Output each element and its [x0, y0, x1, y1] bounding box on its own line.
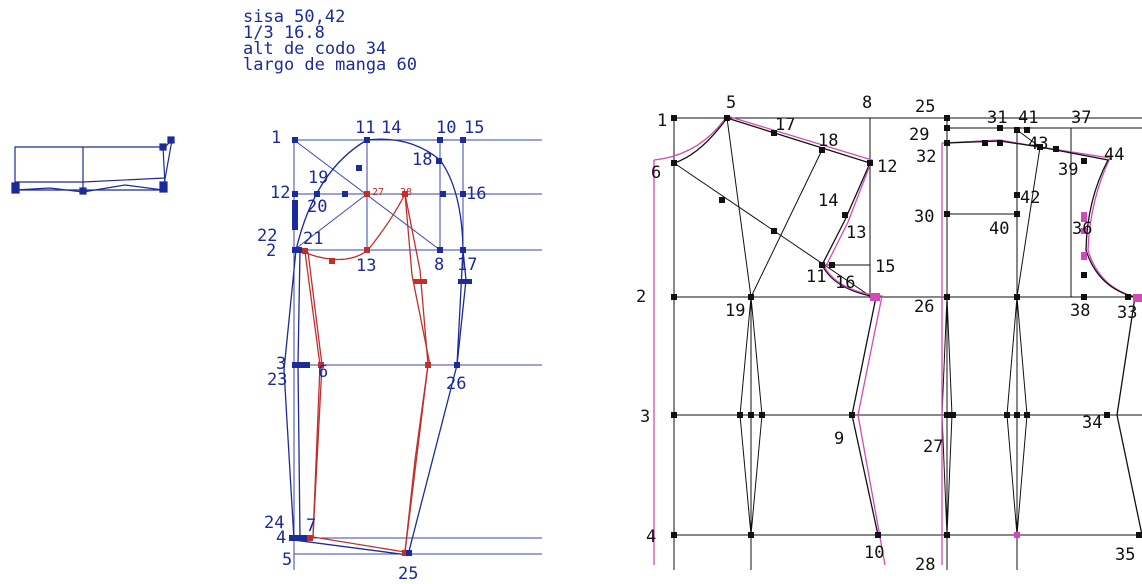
bodice-label-14: 14: [818, 191, 838, 211]
bodice-label-19: 19: [725, 301, 745, 321]
sleeve-label-5: 5: [282, 550, 292, 570]
bodice-label-36: 36: [1072, 219, 1092, 239]
bodice-label-12: 12: [877, 157, 897, 177]
bodice-label-2: 2: [636, 287, 646, 307]
sleeve-label-16: 16: [466, 184, 486, 204]
sleeve-label-14: 14: [381, 118, 401, 138]
bodice-label-1: 1: [657, 111, 667, 131]
bodice-label-17: 17: [775, 115, 795, 135]
sleeve-markers: [289, 137, 472, 556]
sleeve-label-10: 10: [436, 118, 456, 138]
bodice-label-3: 3: [640, 407, 650, 427]
sleeve-label-19: 19: [308, 168, 328, 188]
sleeve-length-measure: largo de manga 60: [243, 55, 417, 75]
sleeve-label-15: 15: [464, 118, 484, 138]
bodice-label-34: 34: [1082, 413, 1102, 433]
sleeve-label-24: 24: [264, 513, 284, 533]
sleeve-labels: 1 11 14 10 15 18 19 12 20 27 28 16 22 2 …: [257, 118, 486, 584]
bodice-label-44: 44: [1104, 145, 1124, 165]
sleeve-label-8: 8: [434, 255, 444, 275]
bodice-label-28: 28: [915, 555, 935, 575]
cuff-piece: [11, 136, 175, 195]
sleeve-label-13: 13: [356, 256, 376, 276]
bodice-pink-outline: [653, 115, 1141, 566]
elbow-height-measure: alt de codo 34: [243, 39, 387, 59]
sleeve-label-12: 12: [270, 183, 290, 203]
bodice-label-18: 18: [818, 131, 838, 151]
bodice-back-outline: [946, 140, 1142, 536]
bodice-label-27: 27: [923, 437, 943, 457]
bodice-label-15: 15: [875, 257, 895, 277]
sleeve-grid: [293, 139, 542, 570]
bodice-label-31: 31: [987, 108, 1007, 128]
measurements-block: sisa 50,42 1/3 16.8 alt de codo 34 largo…: [243, 7, 417, 75]
bodice-label-26: 26: [914, 297, 934, 317]
bodice-label-6: 6: [651, 163, 661, 183]
sleeve-label-27: 27: [372, 187, 384, 198]
bodice-label-16: 16: [835, 273, 855, 293]
bodice-label-11: 11: [806, 267, 826, 287]
sleeve-label-20: 20: [307, 197, 327, 217]
bodice-label-42: 42: [1020, 188, 1040, 208]
bodice-label-25: 25: [915, 97, 935, 117]
sleeve-label-4: 4: [276, 528, 286, 548]
bodice-front-outline: [673, 117, 879, 536]
bodice-label-4: 4: [646, 527, 656, 547]
sleeve-label-17: 17: [457, 255, 477, 275]
bodice-label-29: 29: [909, 125, 929, 145]
sleeve-label-3: 3: [276, 354, 286, 374]
sleeve-label-21: 21: [303, 229, 323, 249]
bodice-label-40: 40: [989, 219, 1009, 239]
bodice-grid: [673, 117, 1142, 570]
bodice-markers: [671, 115, 1142, 538]
sleeve-label-2: 2: [266, 241, 276, 261]
sleeve-label-7: 7: [306, 516, 316, 536]
sleeve-label-28: 28: [400, 187, 412, 198]
sleeve-label-11: 11: [355, 118, 375, 138]
bodice-label-38: 38: [1070, 301, 1090, 321]
sleeve-label-6: 6: [318, 362, 328, 382]
bodice-label-30: 30: [914, 207, 934, 227]
sleeve-label-22: 22: [257, 226, 277, 246]
bodice-label-10: 10: [864, 543, 884, 563]
sleeve-label-23: 23: [267, 370, 287, 390]
bodice-label-37: 37: [1071, 108, 1091, 128]
sleeve-label-25: 25: [398, 564, 418, 584]
bodice-label-32: 32: [916, 147, 936, 167]
bodice-label-39: 39: [1058, 160, 1078, 180]
bodice-label-8: 8: [862, 93, 872, 113]
sleeve-label-18: 18: [412, 150, 432, 170]
armhole-measure: sisa 50,42: [243, 7, 346, 27]
sleeve-label-1: 1: [271, 128, 281, 148]
bodice-label-43: 43: [1028, 134, 1048, 154]
bodice-label-35: 35: [1115, 545, 1135, 565]
third-measure: 1/3 16.8: [243, 23, 325, 43]
bodice-label-5: 5: [726, 93, 736, 113]
bodice-label-13: 13: [846, 223, 866, 243]
bodice-labels: 1 5 8 25 29 31 41 37 6 17 18 12 32 43 39…: [636, 93, 1137, 575]
sleeve-label-26: 26: [446, 374, 466, 394]
bodice-label-33: 33: [1117, 303, 1137, 323]
bodice-label-9: 9: [834, 429, 844, 449]
bodice-label-41: 41: [1018, 108, 1038, 128]
